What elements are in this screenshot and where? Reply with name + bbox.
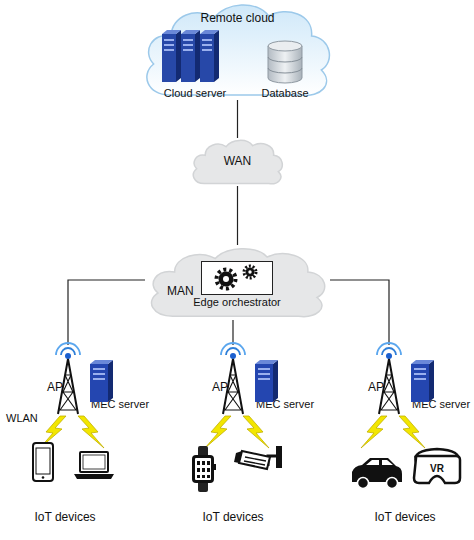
- camera-arm: [268, 456, 276, 466]
- node-label: WAN: [190, 155, 285, 169]
- laptop-base: [74, 474, 114, 479]
- wireless-bolt: [399, 416, 425, 448]
- node-label: IoT devices: [350, 511, 460, 525]
- network-link: [237, 186, 238, 245]
- phone-screen: [36, 448, 50, 474]
- cloud-server-icon: [181, 30, 200, 82]
- node-label: AP: [368, 381, 384, 395]
- mec-server-icon: [411, 360, 434, 402]
- access-point: AP: [212, 345, 254, 417]
- gear-hole: [223, 276, 229, 282]
- mec-server-icon: [255, 360, 278, 402]
- antenna-tower: [56, 343, 80, 414]
- wireless-bolt: [40, 416, 66, 448]
- node-label: AP: [47, 381, 63, 395]
- car-wheel: [387, 478, 398, 489]
- laptop-icon: [80, 452, 108, 472]
- database-node: Database: [250, 35, 320, 100]
- icon-label: VR: [430, 463, 444, 475]
- network-link: [68, 280, 145, 345]
- node-label: IoT devices: [10, 511, 120, 525]
- car-icon: [352, 458, 402, 482]
- mec-server: MEC server: [409, 362, 474, 414]
- database-body: [268, 46, 302, 83]
- node-label: MEC server: [91, 398, 149, 411]
- phone-button: [42, 476, 45, 479]
- watch-icon: [192, 455, 214, 483]
- wireless-bolt: [243, 416, 269, 448]
- watch-screen: [195, 458, 211, 480]
- wireless-bolt: [205, 416, 231, 448]
- car-window: [366, 460, 393, 465]
- server-node: Cloud server: [155, 28, 235, 100]
- mec-server: MEC server: [88, 362, 168, 414]
- cloud-server-icon: [162, 30, 181, 82]
- gear-teeth: [244, 266, 256, 278]
- link-label: WLAN: [6, 412, 38, 425]
- network-cloud: WAN: [190, 138, 285, 186]
- device-group: IoT devices: [178, 440, 288, 525]
- vr-headset-icon: [414, 456, 460, 483]
- camera-lens: [234, 451, 242, 463]
- node-label: Cloud server: [155, 87, 235, 100]
- access-point: AP: [368, 345, 410, 417]
- camera-mount: [276, 446, 282, 468]
- node-label: MEC server: [412, 398, 470, 411]
- cloud-region: Remote cloudCloud server Database: [140, 0, 335, 100]
- node-label: MAN: [167, 285, 194, 299]
- gear-body: [219, 272, 234, 287]
- device-group: IoT devices: [10, 440, 120, 525]
- network-link: [237, 100, 238, 138]
- node-label: Remote cloud: [140, 12, 335, 26]
- database-top: [268, 41, 302, 51]
- watch-crown: [214, 464, 216, 470]
- car-wheel: [358, 478, 369, 489]
- node-label: IoT devices: [178, 511, 288, 525]
- wireless-bolt: [361, 416, 387, 448]
- camera-icon: [239, 451, 270, 469]
- access-point: AP: [47, 345, 89, 417]
- phone-icon: [33, 443, 53, 481]
- antenna-tower: [221, 343, 245, 414]
- network-link: [330, 280, 389, 345]
- gear-hole: [248, 270, 251, 273]
- watch-apps: [197, 461, 210, 478]
- node-label: Database: [250, 87, 320, 100]
- orchestrator-box: Edge orchestrator: [201, 261, 273, 295]
- mec-server: MEC server: [253, 362, 333, 414]
- wireless-bolt: [78, 416, 104, 448]
- gear-body: [246, 268, 255, 277]
- node-label: Edge orchestrator: [193, 296, 280, 309]
- node-label: AP: [212, 381, 228, 395]
- node-label: MEC server: [256, 398, 314, 411]
- cloud-shape: [152, 249, 325, 317]
- camera-stripe: [244, 457, 266, 465]
- database-band: [268, 57, 302, 73]
- watch-strap: [198, 446, 208, 492]
- headset-strap: [415, 449, 458, 462]
- antenna-tower: [377, 343, 401, 414]
- gear-teeth: [217, 270, 236, 289]
- network-link: [232, 320, 233, 345]
- laptop-screen: [83, 455, 105, 469]
- device-group: IoT devices: [350, 440, 460, 525]
- cloud-server-icon: [200, 30, 219, 82]
- network-cloud: MANEdge orchestrator: [145, 245, 330, 320]
- mec-server-icon: [90, 360, 113, 402]
